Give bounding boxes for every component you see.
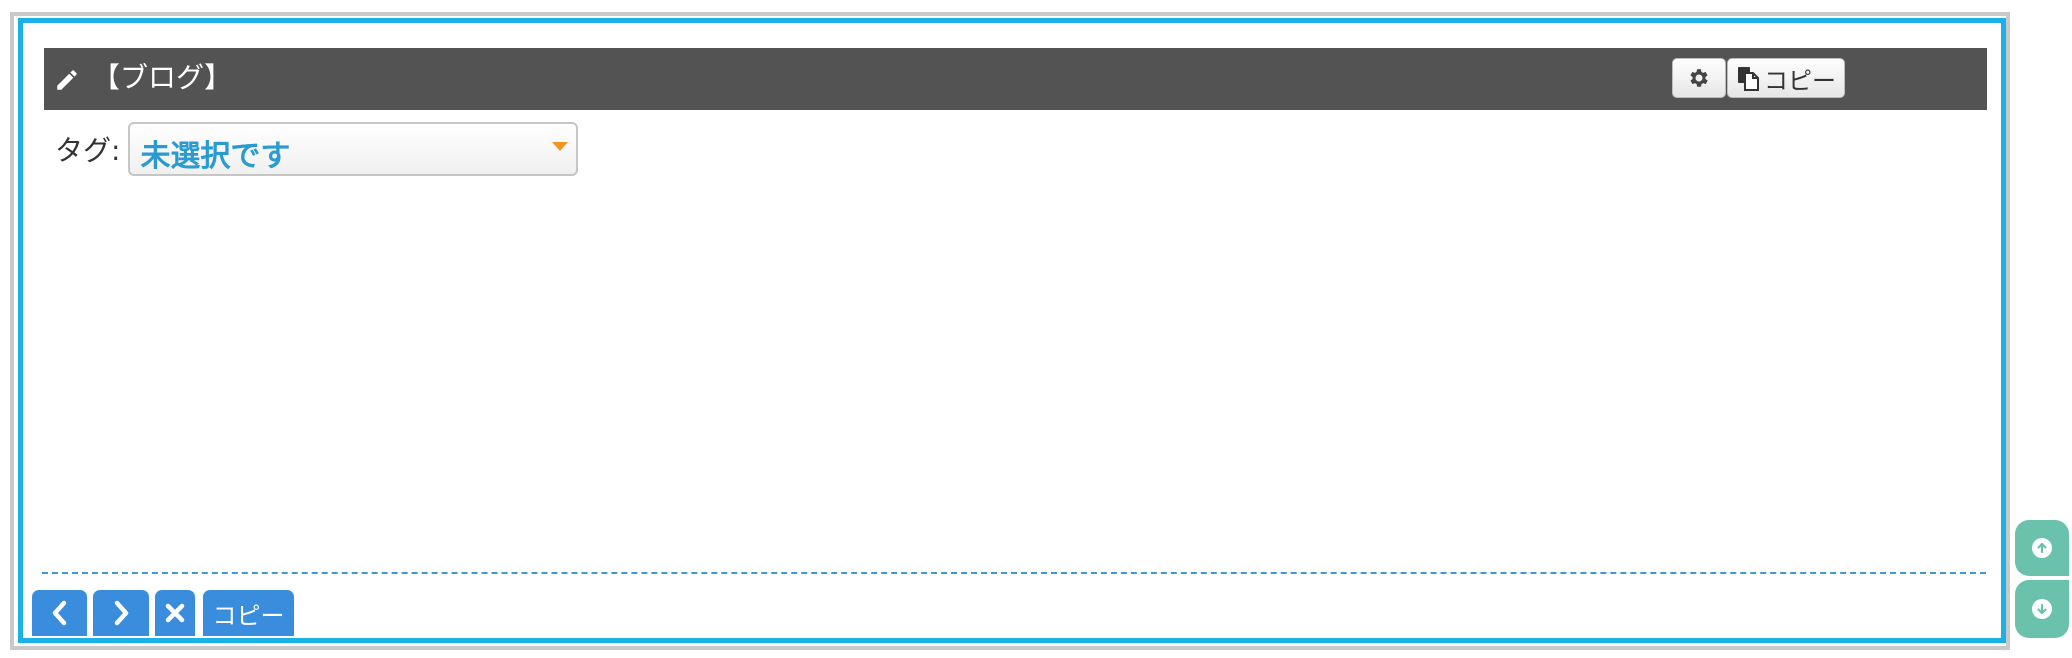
next-button[interactable] bbox=[93, 590, 149, 636]
chevron-left-icon bbox=[52, 600, 66, 626]
block-title: 【ブログ】 bbox=[92, 61, 233, 94]
block-divider bbox=[42, 572, 1986, 574]
settings-button[interactable] bbox=[1672, 58, 1726, 98]
dropdown-caret-icon bbox=[552, 142, 569, 151]
tag-select[interactable]: 未選択です bbox=[128, 122, 579, 176]
pencil-icon bbox=[57, 70, 77, 90]
scroll-down-button[interactable] bbox=[2015, 580, 2069, 638]
gear-icon bbox=[1690, 69, 1708, 87]
previous-button[interactable] bbox=[32, 590, 87, 636]
selected-block-frame bbox=[18, 18, 2006, 643]
tag-select-value: 未選択です bbox=[140, 139, 291, 174]
footer-copy-button[interactable]: コピー bbox=[203, 590, 294, 636]
arrow-down-circle-icon bbox=[2032, 599, 2052, 619]
header-copy-label: コピー bbox=[1764, 66, 1836, 95]
footer-copy-label: コピー bbox=[212, 601, 285, 630]
close-button[interactable] bbox=[155, 590, 195, 636]
header-copy-button[interactable]: コピー bbox=[1727, 58, 1845, 98]
chevron-right-icon bbox=[114, 600, 129, 626]
block-header: 【ブログ】 コピー bbox=[44, 48, 1987, 110]
tag-row: タグ: 未選択です bbox=[55, 122, 579, 176]
copy-icon bbox=[1738, 67, 1759, 91]
arrow-up-circle-icon bbox=[2032, 538, 2052, 558]
block-outer-frame bbox=[10, 12, 2010, 650]
close-icon bbox=[165, 603, 185, 623]
scroll-up-button[interactable] bbox=[2015, 520, 2069, 576]
tag-label: タグ: bbox=[55, 134, 121, 167]
